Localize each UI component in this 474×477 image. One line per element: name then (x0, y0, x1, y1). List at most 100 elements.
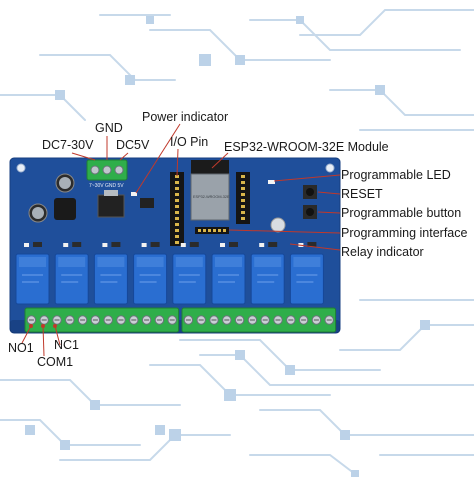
relay-label-area (293, 257, 321, 267)
circuit-trace (0, 379, 181, 406)
power-terminal-screw-3 (114, 165, 124, 175)
mount-hole-top-left (16, 163, 26, 173)
io-pin (241, 199, 245, 202)
terminal-block (181, 307, 337, 333)
leader-programming-interface (228, 229, 341, 234)
relay-label-area (19, 257, 46, 267)
relay-indicator-led (259, 243, 265, 247)
io-pin (175, 205, 179, 208)
circuit-pad (60, 440, 70, 450)
relay-label-area (136, 257, 164, 267)
label-io-pin: I/O Pin (170, 135, 209, 149)
leader-com1 (42, 325, 45, 357)
circuit-trace (199, 354, 474, 386)
io-pin (175, 211, 179, 214)
relay-indicator-led (141, 243, 147, 247)
power-terminal-screw-1 (90, 165, 100, 175)
io-pin (241, 217, 245, 220)
programming-pin (218, 229, 221, 232)
label-programmable-button: Programmable button (341, 206, 462, 220)
io-header-right-body (236, 172, 250, 224)
label-programmable-led: Programmable LED (341, 168, 451, 182)
relay-driver-chip (307, 242, 317, 247)
io-pin (241, 211, 245, 214)
leader-esp32-module (211, 152, 229, 169)
circuit-trace (339, 324, 474, 351)
callout-leader-lines (21, 123, 341, 357)
circuit-trace (329, 89, 474, 116)
buzzer (270, 217, 286, 233)
io-pin (241, 181, 245, 184)
leader-endpoint (41, 324, 45, 328)
mount-hole-top-right (325, 163, 335, 173)
relay-driver-chip (150, 242, 160, 247)
label-esp32-module: ESP32-WROOM-32E Module (224, 140, 389, 154)
io-pin (241, 175, 245, 178)
circuit-trace (39, 54, 176, 81)
relay-label-area (97, 257, 125, 267)
io-pin (241, 205, 245, 208)
circuit-trace (249, 454, 356, 475)
program-button-cap (306, 208, 314, 216)
programming-pin (223, 229, 226, 232)
regulator-tab (104, 190, 118, 196)
esp32-antenna-area (191, 160, 229, 174)
circuit-pad (90, 400, 100, 410)
relay-driver-chip (189, 242, 199, 247)
io-pin (175, 175, 179, 178)
label-programming-interface: Programming interface (341, 226, 468, 240)
programming-header-body (195, 227, 229, 234)
circuit-background (0, 9, 474, 477)
terminal-block (24, 307, 180, 333)
button-area (268, 180, 317, 233)
programmable-led-component (268, 180, 275, 184)
circuit-pad (125, 75, 135, 85)
io-header-left-body (170, 172, 184, 246)
leader-dc5v (119, 152, 129, 161)
circuit-pad (146, 16, 154, 24)
reset-button-cap (306, 188, 314, 196)
relay-label-area (175, 257, 203, 267)
relay-indicator-led (102, 243, 108, 247)
leader-nc1 (54, 325, 61, 346)
circuit-pad (375, 85, 385, 95)
circuit-pad (25, 425, 35, 435)
relay-driver-chip (111, 242, 121, 247)
circuit-trace (59, 434, 231, 461)
leader-endpoint (29, 324, 33, 328)
relay-label-area (254, 257, 282, 267)
circuit-pad (285, 365, 295, 375)
label-no1: NO1 (8, 341, 34, 355)
io-pin (175, 241, 179, 244)
inductor (54, 198, 76, 220)
circuit-pad (235, 350, 245, 360)
relay-driver-chip (268, 242, 278, 247)
io-pin (175, 223, 179, 226)
io-pin (241, 187, 245, 190)
programming-pin (203, 229, 206, 232)
circuit-trace (149, 364, 331, 396)
relay-indicator-led (180, 243, 186, 247)
circuit-pad (169, 429, 181, 441)
esp32-shield-can (190, 173, 230, 221)
relay-indicator-led (24, 243, 29, 247)
relay-indicator-led (220, 243, 225, 247)
io-pin (175, 229, 179, 232)
programming-pin (198, 229, 201, 232)
circuit-trace (0, 94, 86, 121)
power-led (131, 192, 137, 196)
label-com1: COM1 (37, 355, 74, 369)
leader-reset (317, 191, 341, 195)
io-pin (175, 199, 179, 202)
leader-endpoint (53, 324, 57, 328)
label-power-indicator: Power indicator (142, 110, 229, 124)
io-pin-header (170, 172, 250, 246)
esp32-module: ESP32-WROOM-32E (190, 160, 230, 221)
leader-power-indicator (135, 123, 181, 194)
leader-programmable-button (317, 211, 341, 214)
circuit-pad (351, 470, 359, 477)
relay-indicator-led (63, 243, 69, 247)
io-pin (241, 193, 245, 196)
label-dc7-30v: DC7-30V (42, 138, 94, 152)
